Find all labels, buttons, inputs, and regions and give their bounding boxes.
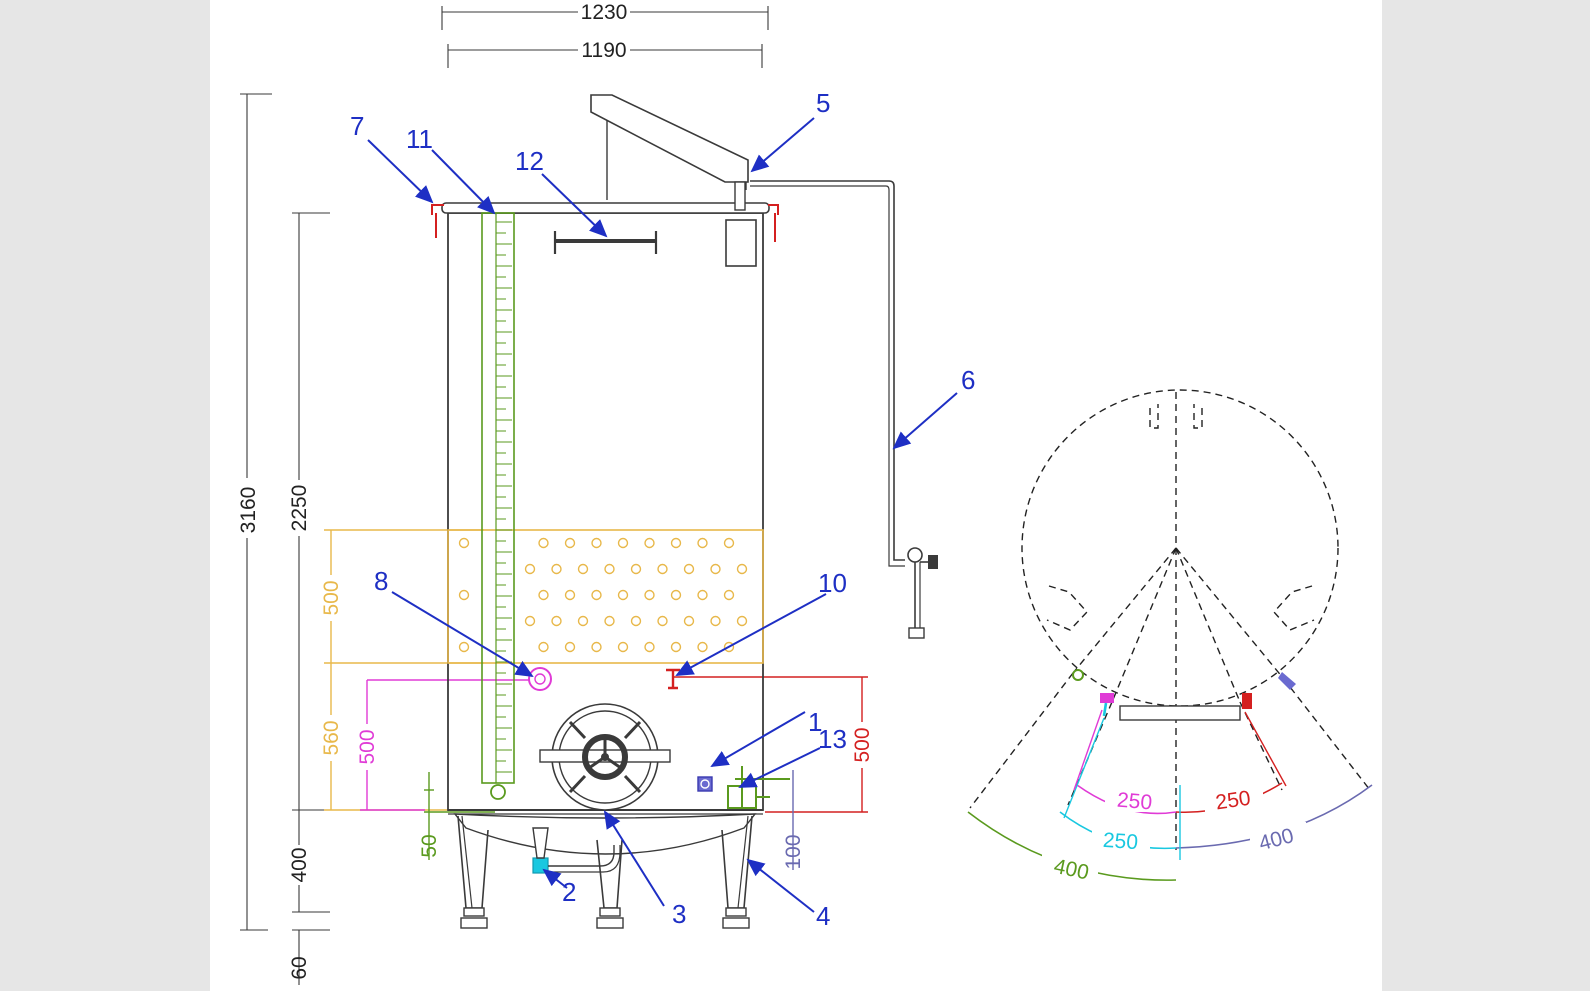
- jacket-dimple: [617, 589, 629, 601]
- tank-shell: [441, 202, 770, 855]
- jacket-dimple: [604, 563, 615, 575]
- jacket-dimple: [617, 537, 629, 549]
- dim-inner-width: 1190: [581, 39, 626, 62]
- level-sensor: [697, 776, 713, 792]
- dim-foot-height: 60: [288, 956, 311, 979]
- jacket-dimples: [458, 537, 748, 653]
- dim-shell-height: 2250: [288, 485, 311, 532]
- jacket-dimple: [723, 641, 735, 653]
- outlet-valve: [727, 766, 790, 809]
- callout-arrows: [367, 117, 958, 913]
- cooling-jacket: [447, 529, 764, 664]
- jacket-dimple: [591, 589, 602, 601]
- callout-2: 2: [562, 877, 576, 907]
- jacket-dimple: [644, 641, 655, 653]
- jacket-dimple: [723, 537, 735, 549]
- callout-7: 7: [350, 111, 364, 141]
- dim-jacket-bottom: 560: [320, 720, 343, 755]
- jacket-dimple: [657, 615, 668, 627]
- jacket-dimple: [591, 537, 602, 549]
- jacket-dimple: [524, 563, 536, 575]
- jacket-dimple: [538, 641, 549, 653]
- callout-4: 4: [816, 901, 830, 931]
- jacket-dimple: [644, 589, 655, 601]
- top-inlet-arm: [590, 94, 757, 267]
- jacket-dimple: [551, 615, 562, 627]
- callout-1: 1: [808, 707, 822, 737]
- jacket-dimple: [736, 615, 748, 627]
- jacket-dimple: [564, 537, 576, 549]
- jacket-dimple: [458, 589, 470, 601]
- level-gauge: [481, 212, 515, 800]
- jacket-dimple: [577, 563, 589, 575]
- jacket-dimple: [670, 641, 682, 653]
- jacket-dimple: [564, 641, 576, 653]
- manway-door: [539, 703, 671, 811]
- dim-valve-right: 500: [851, 727, 874, 762]
- jacket-dimple: [683, 563, 695, 575]
- jacket-dimple: [644, 537, 655, 549]
- plan-view: 250 250 250 400 400: [967, 389, 1373, 885]
- callout-11: 11: [406, 124, 433, 154]
- tank-legs: [457, 815, 753, 929]
- callout-5: 5: [816, 88, 830, 118]
- callout-13: 13: [818, 724, 847, 754]
- callout-6: 6: [961, 365, 975, 395]
- jacket-dimple: [604, 615, 615, 627]
- dim-leg-height: 400: [288, 847, 311, 882]
- dim-total-height: 3160: [237, 487, 260, 534]
- jacket-dimple: [538, 537, 549, 549]
- callout-labels: 1 2 3 4 5 6 7 8 10 11 12 13: [350, 88, 975, 931]
- callout-10: 10: [818, 568, 847, 598]
- jacket-dimple: [697, 641, 708, 653]
- jacket-dimple: [710, 615, 721, 627]
- dim-outer-width: 1230: [581, 1, 628, 24]
- height-dimensions: 3160 2250 400 60: [235, 93, 330, 985]
- callout-3: 3: [672, 899, 686, 929]
- callout-12: 12: [515, 146, 544, 176]
- width-dimensions: 1230 1190: [441, 0, 769, 68]
- sampling-pipe: [750, 180, 938, 639]
- jacket-dimple: [617, 641, 629, 653]
- jacket-dimple: [458, 641, 470, 653]
- dim-outlet-100: 100: [782, 834, 805, 869]
- jacket-dimple: [697, 589, 708, 601]
- jacket-dimple: [458, 537, 470, 549]
- jacket-dimple: [670, 537, 682, 549]
- lifting-lugs: [431, 204, 779, 242]
- jacket-dimple: [524, 615, 536, 627]
- plan-arc-magenta: 250: [1116, 789, 1153, 815]
- jacket-dimple: [710, 563, 721, 575]
- inner-handle: [553, 231, 658, 254]
- dim-jacket-height: 500: [320, 580, 343, 615]
- jacket-dimple: [723, 589, 735, 601]
- jacket-dimple: [564, 589, 576, 601]
- jacket-dimple: [630, 563, 642, 575]
- thermometer: [528, 667, 552, 691]
- jacket-dimple: [577, 615, 589, 627]
- callout-8: 8: [374, 566, 388, 596]
- plan-arc-red: 250: [1214, 787, 1252, 815]
- right-dimensions: 500 100: [672, 676, 874, 870]
- dim-valve-left: 500: [356, 729, 379, 764]
- drawing-sheet: 1230 1190 3160 2250 400 60 500 560: [210, 0, 1382, 991]
- jacket-dimple: [551, 563, 562, 575]
- jacket-dimple: [697, 537, 708, 549]
- dim-outlet-50: 50: [418, 834, 441, 857]
- jacket-dimple: [683, 615, 695, 627]
- sample-valve: [666, 668, 680, 690]
- jacket-dimple: [538, 589, 549, 601]
- jacket-dimple: [670, 589, 682, 601]
- drain-valve: [532, 827, 621, 874]
- jacket-dimple: [736, 563, 748, 575]
- jacket-dimple: [630, 615, 642, 627]
- jacket-dimple: [657, 563, 668, 575]
- plan-arc-cyan: 250: [1102, 829, 1139, 854]
- jacket-dimple: [591, 641, 602, 653]
- tank-technical-drawing: 1230 1190 3160 2250 400 60 500 560: [235, 0, 1373, 985]
